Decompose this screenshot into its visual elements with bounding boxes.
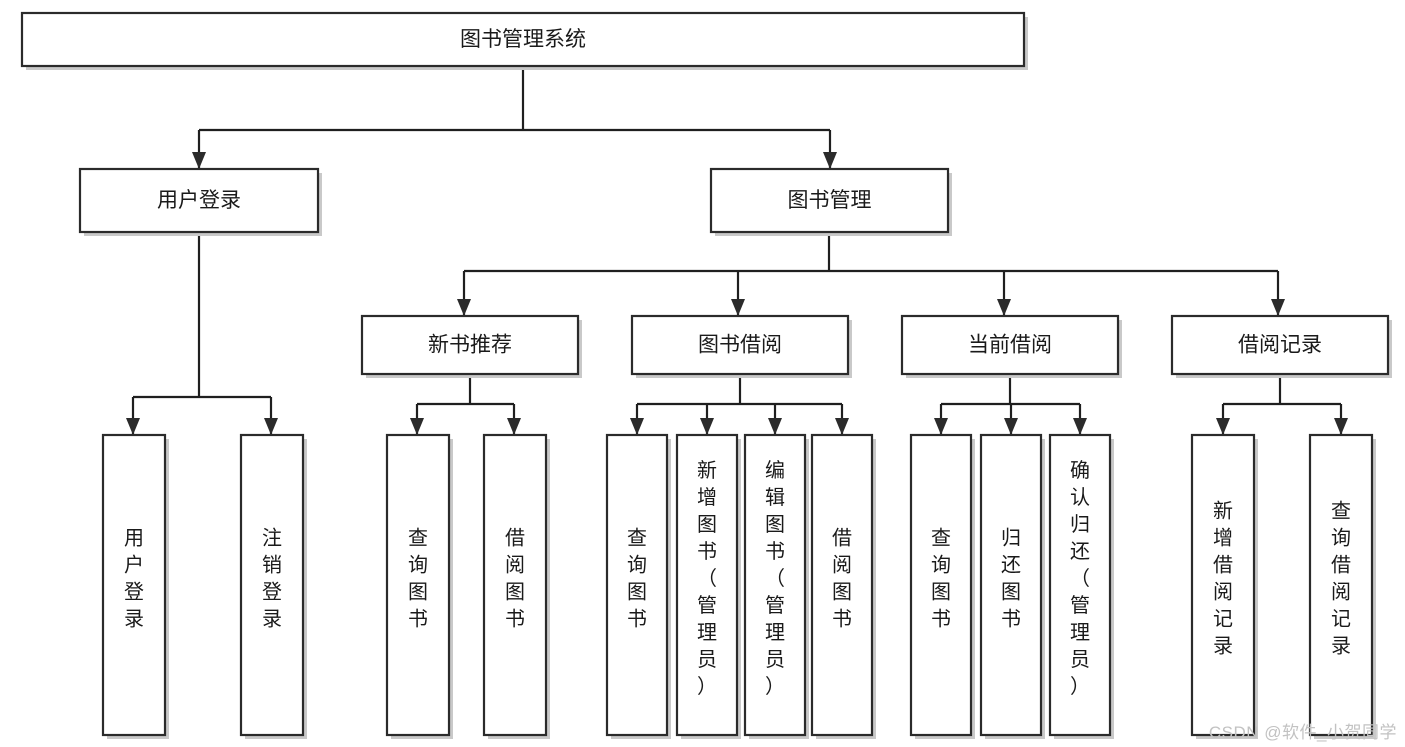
connector-root-to-level2 <box>197 66 832 169</box>
connector-userlogin-to-leaves <box>131 232 273 435</box>
node-leaf-borrow-book-2[interactable]: 借阅图书 <box>810 433 876 739</box>
node-label: 编辑图书（管理员） <box>765 459 785 698</box>
connector-borrow-to-leaves <box>635 374 844 435</box>
node-label: 注销登录 <box>262 527 282 631</box>
connector-borrowrecord-to-leaves <box>1221 374 1343 435</box>
node-label: 借阅记录 <box>1238 334 1322 357</box>
node-label: 查询图书 <box>408 527 428 631</box>
node-book-management[interactable]: 图书管理 <box>709 167 952 236</box>
arrow-head-icon <box>1334 418 1348 435</box>
arrow-head-icon <box>630 418 644 435</box>
node-label: 新书推荐 <box>428 334 512 357</box>
node-book-borrow[interactable]: 图书借阅 <box>630 314 852 378</box>
node-leaf-add-record[interactable]: 新增借阅记录 <box>1190 433 1258 739</box>
connector-recommend-to-leaves <box>415 374 516 435</box>
arrow-head-icon <box>1004 418 1018 435</box>
arrow-head-icon <box>410 418 424 435</box>
connector-layer <box>126 66 1348 435</box>
node-leaf-query-record[interactable]: 查询借阅记录 <box>1308 433 1376 739</box>
node-label: 新增借阅记录 <box>1213 500 1233 658</box>
node-leaf-query-book-1[interactable]: 查询图书 <box>385 433 453 739</box>
arrow-head-icon <box>1271 299 1285 316</box>
node-leaf-user-logout[interactable]: 注销登录 <box>239 433 307 739</box>
arrow-head-icon <box>823 152 837 169</box>
node-label: 借阅图书 <box>832 527 852 631</box>
node-current-borrow[interactable]: 当前借阅 <box>900 314 1122 378</box>
arrow-head-icon <box>700 418 714 435</box>
node-leaf-edit-book[interactable]: 编辑图书（管理员） <box>743 433 809 739</box>
arrow-head-icon <box>1073 418 1087 435</box>
connector-bookmanagement-to-level3 <box>462 232 1280 316</box>
node-user-login[interactable]: 用户登录 <box>78 167 322 236</box>
node-label: 确认归还（管理员） <box>1070 459 1090 698</box>
node-label: 图书借阅 <box>698 334 782 357</box>
node-leaf-add-book[interactable]: 新增图书（管理员） <box>675 433 741 739</box>
node-label: 用户登录 <box>124 528 144 631</box>
node-root-system[interactable]: 图书管理系统 <box>20 11 1028 70</box>
node-leaf-confirm-return[interactable]: 确认归还（管理员） <box>1048 433 1114 739</box>
node-borrow-record[interactable]: 借阅记录 <box>1170 314 1392 378</box>
arrow-head-icon <box>126 418 140 435</box>
arrow-head-icon <box>731 299 745 316</box>
arrow-head-icon <box>1216 418 1230 435</box>
node-label: 查询图书 <box>931 527 951 631</box>
node-new-book-recommend[interactable]: 新书推荐 <box>360 314 582 378</box>
node-label: 查询借阅记录 <box>1331 500 1351 658</box>
node-layer: 图书管理系统用户登录图书管理新书推荐图书借阅当前借阅借阅记录用户登录注销登录查询… <box>20 11 1392 739</box>
arrow-head-icon <box>507 418 521 435</box>
node-label: 查询图书 <box>627 527 647 631</box>
node-leaf-query-book-2[interactable]: 查询图书 <box>605 433 671 739</box>
node-label: 借阅图书 <box>505 527 525 631</box>
arrow-head-icon <box>192 152 206 169</box>
node-leaf-user-login[interactable]: 用户登录 <box>101 433 169 739</box>
node-leaf-borrow-book-1[interactable]: 借阅图书 <box>482 433 550 739</box>
node-leaf-query-book-3[interactable]: 查询图书 <box>909 433 975 739</box>
node-label: 新增图书（管理员） <box>697 459 717 698</box>
arrow-head-icon <box>835 418 849 435</box>
node-leaf-return-book[interactable]: 归还图书 <box>979 433 1045 739</box>
node-label: 归还图书 <box>1001 527 1021 631</box>
node-label: 用户登录 <box>157 189 241 212</box>
arrow-head-icon <box>768 418 782 435</box>
node-label: 图书管理 <box>788 189 872 212</box>
arrow-head-icon <box>934 418 948 435</box>
arrow-head-icon <box>997 299 1011 316</box>
node-label: 图书管理系统 <box>460 28 586 51</box>
arrow-head-icon <box>264 418 278 435</box>
node-label: 当前借阅 <box>968 334 1052 357</box>
arrow-head-icon <box>457 299 471 316</box>
